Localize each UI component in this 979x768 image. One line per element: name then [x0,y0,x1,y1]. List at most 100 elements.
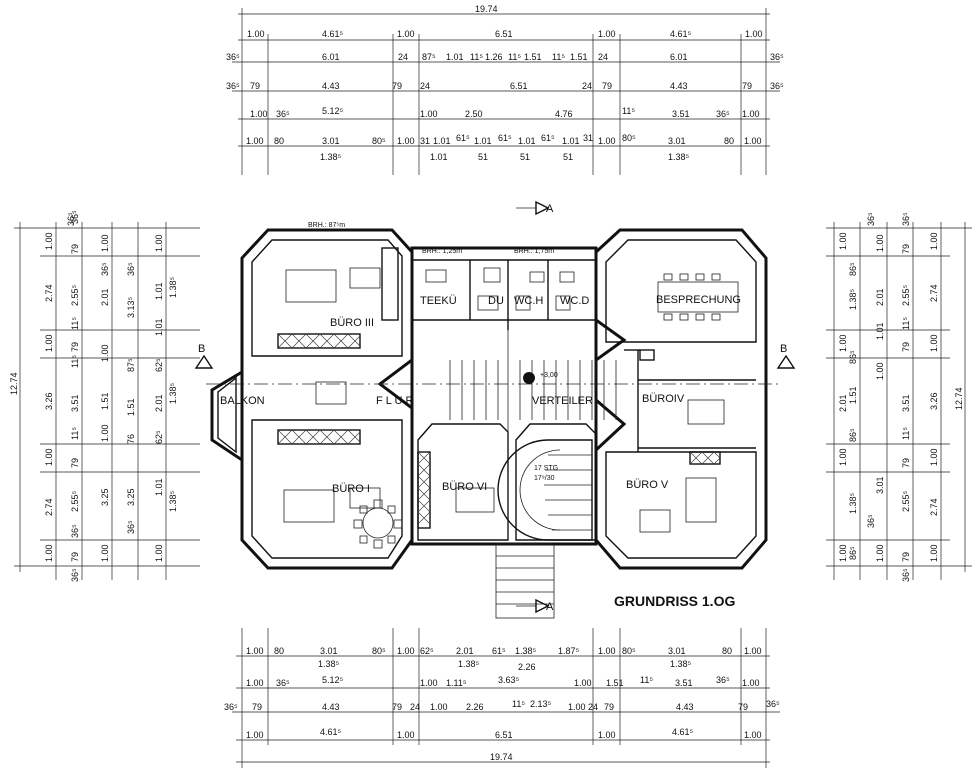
dim-label: 11⁵ [70,355,80,368]
dim-label: 1.38⁵ [168,490,178,512]
dim-label: 1.38⁵ [458,659,480,669]
dim-label: 2.01 [456,646,474,656]
right-dimensions: 12.74 1.00 2.74 1.00 3.26 1.00 2.74 1.00… [826,212,972,582]
room-label-besprechung: BESPRECHUNG [656,294,741,306]
dim-label: 1.01 [154,478,164,496]
dim-label: 1.00 [44,544,54,562]
dim-label: 1.00 [246,730,264,740]
dim-label: 1.00 [246,136,264,146]
right-total-dim: 12.74 [954,387,964,410]
dim-label: 4.43 [322,81,340,91]
dim-label: 1.00 [246,646,264,656]
dim-label: 36⁵ [226,52,240,62]
dim-label: 86⁵ [848,262,858,276]
dim-label: 61⁵ [456,133,470,143]
dim-label: 3.25 [126,488,136,506]
room-label-buero3: BÜRO III [330,317,374,329]
dim-label: 1.01 [430,152,448,162]
room-label-flur: F L U R [376,395,414,407]
dim-label: 1.38⁵ [318,659,340,669]
dim-label: 36⁵ [866,212,876,226]
dim-label: 3.01 [875,476,885,494]
dim-label: 24 [598,52,608,62]
dim-label: 4.61⁵ [672,727,694,737]
left-dimensions: 12.74 1.00 2.74 1.00 3.26 1.00 2.74 1.00… [9,210,200,582]
dim-label: 80⁵ [372,646,386,656]
dim-label: 1.00 [100,344,110,362]
dim-label: 61⁵ [498,133,512,143]
dim-label: 1.00 [838,448,848,466]
dim-label: 11⁵ [470,52,483,62]
dim-label: 1.00 [44,232,54,250]
furniture [283,267,739,549]
dim-label: 3.51 [675,678,693,688]
dim-label: 79 [901,458,911,468]
left-total-dim: 12.74 [9,372,19,395]
dim-label: 1.01 [446,52,464,62]
dim-label: 3.01 [668,136,686,146]
dim-label: 2.55⁵ [70,284,80,306]
dim-label: 3.51 [901,394,911,412]
dim-label: 36⁵ [226,81,240,91]
dim-label: 1.87⁵ [558,646,580,656]
level-label: +3,00 [540,372,558,379]
dim-label: 1.38⁵ [668,152,690,162]
level-marker-icon [523,372,535,384]
dim-label: 1.00 [100,544,110,562]
dim-label: 1.00 [154,234,164,252]
dim-label: 4.61⁵ [320,727,342,737]
dim-label: 24 [410,702,420,712]
dim-label: 1.00 [430,702,448,712]
room-label-buero1: BÜRO I [332,483,370,495]
dim-label: 1.01 [875,322,885,340]
dim-label: 36⁵ [716,675,730,685]
dim-label: 36⁵ [716,109,730,119]
bottom-dimensions: 1.00 80 3.01 80⁵ 1.00 62⁵ 2.01 61⁵ 1.38⁵… [224,628,780,768]
dim-label: 2.26 [518,662,536,672]
dim-label: 36⁵ [70,210,80,224]
bottom-total-dim: 19.74 [490,752,513,762]
dim-label: 36⁵ [276,109,290,119]
dim-label: 80 [274,136,284,146]
dim-label: 1.01 [433,136,451,146]
room-label-teekueche: TEEKÜ [420,295,457,307]
dim-label: 1.00 [568,702,586,712]
dim-label: 4.43 [322,702,340,712]
dim-label: 1.00 [44,334,54,352]
dim-label: 36⁵ [766,699,780,709]
dim-label: 24 [398,52,408,62]
dim-label: 79 [604,702,614,712]
dim-label: 86⁵ [848,428,858,442]
dim-label: 80⁵ [372,136,386,146]
dim-label: 6.01 [322,52,340,62]
dim-label: 80 [274,646,284,656]
dim-label: 36⁵ [66,212,76,226]
dim-label: 2.55⁵ [901,490,911,512]
dim-label: 24 [420,81,430,91]
dim-label: 86⁵ [848,546,858,560]
room-label-buero6: BÜRO VI [442,481,487,493]
dim-label: 36⁵ [100,262,110,276]
dim-label: 3.26 [929,392,939,410]
dim-label: 1.00 [875,544,885,562]
dim-label: 1.00 [250,109,268,119]
dim-label: 36⁵ [770,81,784,91]
dim-label: 76 [126,434,136,444]
dim-label: 11⁵ [512,699,525,709]
dim-label: 3.25 [100,488,110,506]
dim-label: 1.51 [126,398,136,416]
section-a-bottom-label: A [546,601,554,613]
dim-label: 1.00 [875,362,885,380]
dim-label: 11⁵ [622,106,635,116]
dim-label: 5.12⁵ [322,106,344,116]
dim-label: 79 [70,458,80,468]
dim-label: 1.00 [397,730,415,740]
dim-label: 1.00 [420,678,438,688]
dim-label: 11⁵ [70,427,80,440]
dim-label: 3.63⁵ [498,675,520,685]
dim-label: 1.51 [100,392,110,410]
dim-label: 1.01 [562,136,580,146]
dim-label: 79 [70,244,80,254]
dim-label: 1.00 [929,448,939,466]
dim-label: 1.00 [246,678,264,688]
